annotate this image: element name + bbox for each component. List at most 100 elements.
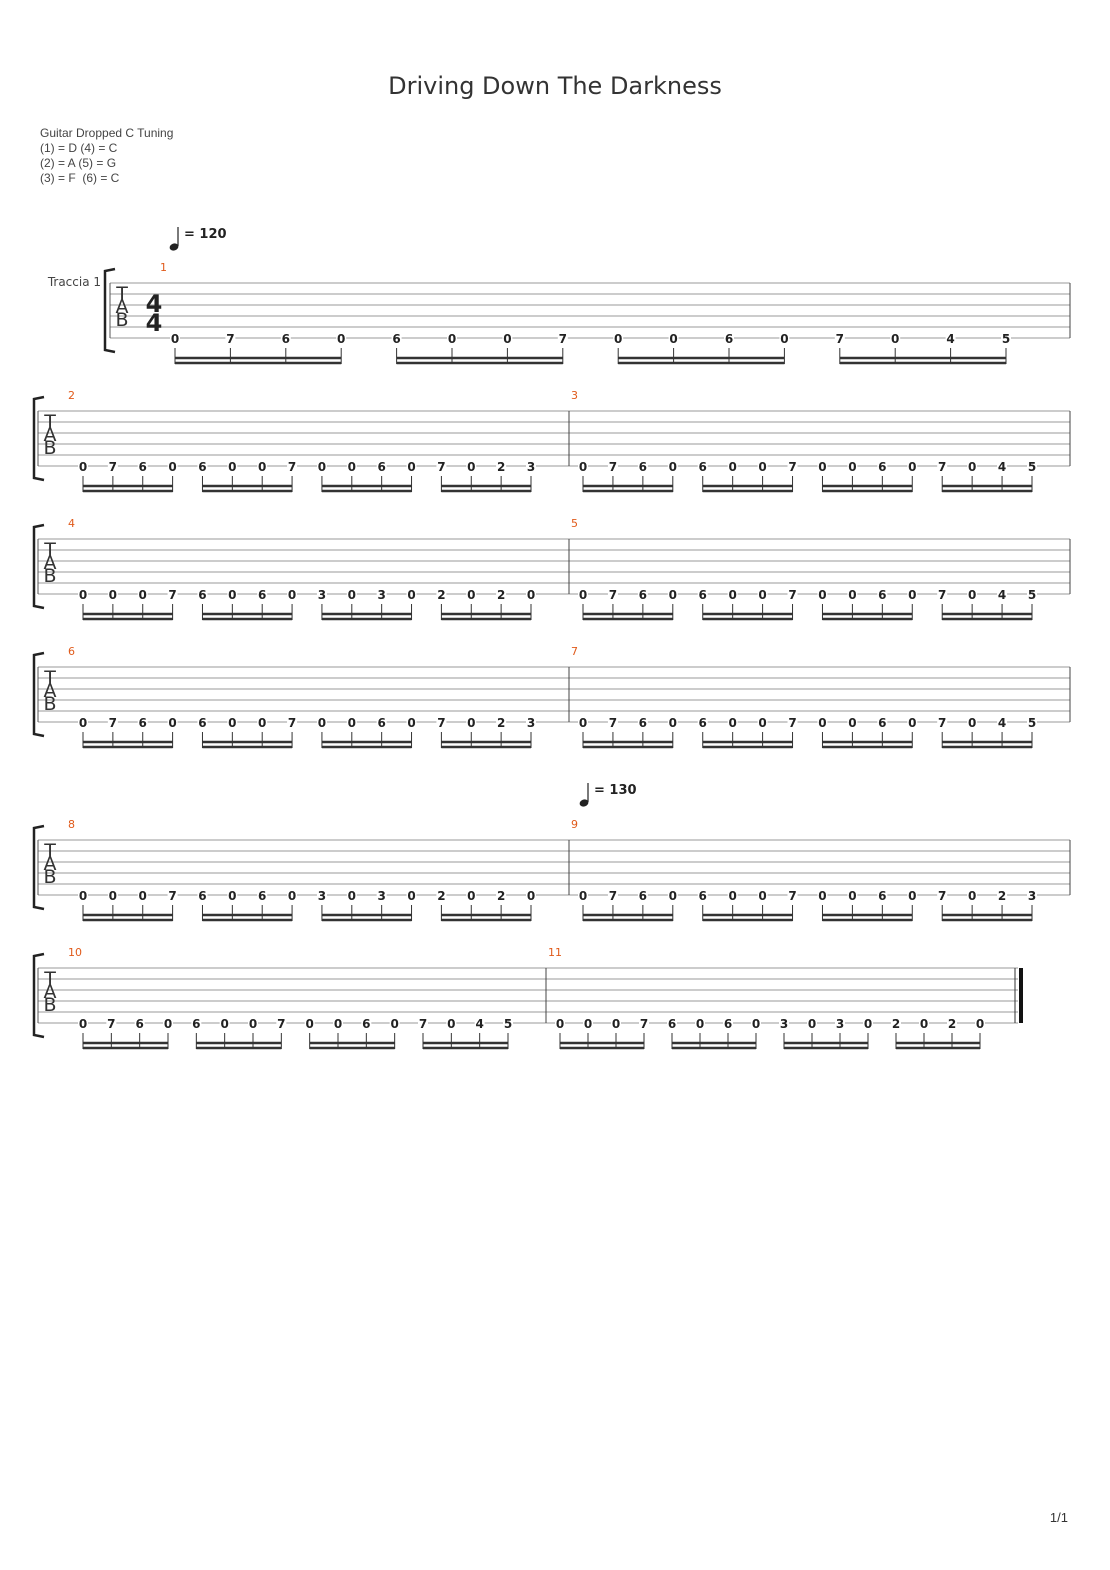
fret-number: 7 bbox=[437, 716, 445, 730]
fret-number: 0 bbox=[168, 716, 176, 730]
fret-number: 0 bbox=[968, 889, 976, 903]
fret-number: 0 bbox=[139, 889, 147, 903]
fret-number: 0 bbox=[669, 588, 677, 602]
fret-number: 7 bbox=[109, 716, 117, 730]
fret-bg bbox=[863, 1017, 873, 1029]
fret-bg bbox=[637, 716, 648, 728]
fret-bg bbox=[107, 588, 118, 600]
fret-number: 5 bbox=[1002, 332, 1010, 346]
fret-bg bbox=[466, 460, 477, 472]
fret-bg bbox=[436, 716, 447, 728]
fret-bg bbox=[346, 460, 357, 472]
fret-bg bbox=[668, 332, 679, 344]
fret-bg bbox=[287, 588, 298, 600]
tab-clef-letter: T bbox=[43, 840, 56, 862]
fret-number: 0 bbox=[669, 460, 677, 474]
fret-bg bbox=[316, 460, 327, 472]
fret-number: 0 bbox=[305, 1017, 313, 1031]
fret-number: 4 bbox=[998, 460, 1006, 474]
fret-bg bbox=[78, 588, 88, 600]
fret-bg bbox=[997, 716, 1008, 728]
fret-bg bbox=[757, 716, 768, 728]
fret-bg bbox=[997, 889, 1008, 901]
fret-bg bbox=[227, 716, 238, 728]
fret-bg bbox=[890, 332, 901, 344]
fret-number: 6 bbox=[878, 460, 886, 474]
fret-bg bbox=[967, 889, 978, 901]
fret-number: 0 bbox=[758, 588, 766, 602]
fret-number: 0 bbox=[407, 460, 415, 474]
fret-number: 0 bbox=[390, 1017, 398, 1031]
fret-number: 0 bbox=[579, 588, 587, 602]
measure-number: 3 bbox=[571, 389, 578, 402]
fret-number: 7 bbox=[640, 1017, 648, 1031]
fret-bg bbox=[197, 460, 208, 472]
fret-bg bbox=[723, 1017, 733, 1029]
fret-number: 0 bbox=[908, 460, 916, 474]
tab-clef-letter: T bbox=[43, 411, 56, 433]
fret-bg bbox=[197, 716, 208, 728]
fret-bg bbox=[496, 889, 507, 901]
fret-number: 3 bbox=[377, 588, 385, 602]
fret-bg bbox=[847, 460, 858, 472]
fret-bg bbox=[137, 588, 148, 600]
tab-clef-letter: B bbox=[43, 565, 56, 587]
fret-number: 0 bbox=[908, 716, 916, 730]
fret-bg bbox=[835, 1017, 845, 1029]
fret-number: 7 bbox=[788, 889, 796, 903]
fret-number: 0 bbox=[669, 716, 677, 730]
fret-number: 6 bbox=[198, 460, 206, 474]
fret-number: 0 bbox=[467, 588, 475, 602]
song-title: Driving Down The Darkness bbox=[388, 72, 722, 100]
fret-number: 6 bbox=[377, 460, 385, 474]
fret-number: 6 bbox=[139, 460, 147, 474]
fret-number: 0 bbox=[669, 332, 677, 346]
fret-number: 2 bbox=[497, 460, 505, 474]
fret-bg bbox=[613, 332, 624, 344]
fret-number: 0 bbox=[728, 889, 736, 903]
fret-number: 0 bbox=[171, 332, 179, 346]
fret-bg bbox=[997, 460, 1008, 472]
fret-bg bbox=[997, 588, 1008, 600]
fret-bg bbox=[496, 460, 507, 472]
tab-clef-letter: A bbox=[44, 981, 57, 1003]
fret-bg bbox=[967, 716, 978, 728]
fret-bg bbox=[134, 1017, 145, 1029]
fret-bg bbox=[503, 1017, 513, 1029]
tab-clef-letter: B bbox=[43, 437, 56, 459]
fret-number: 0 bbox=[318, 460, 326, 474]
fret-number: 2 bbox=[948, 1017, 956, 1031]
tuning-instrument: Guitar Dropped C Tuning bbox=[40, 126, 174, 140]
fret-number: 7 bbox=[226, 332, 234, 346]
fret-bg bbox=[446, 1017, 457, 1029]
fret-number: 6 bbox=[668, 1017, 676, 1031]
fret-number: 0 bbox=[728, 460, 736, 474]
fret-number: 5 bbox=[1028, 588, 1036, 602]
fret-bg bbox=[947, 1017, 957, 1029]
fret-bg bbox=[257, 460, 268, 472]
fret-bg bbox=[436, 889, 447, 901]
fret-bg bbox=[336, 332, 347, 344]
fret-bg bbox=[967, 460, 978, 472]
fret-bg bbox=[907, 460, 918, 472]
fret-number: 4 bbox=[998, 588, 1006, 602]
fret-bg bbox=[877, 889, 888, 901]
fret-bg bbox=[406, 716, 417, 728]
fret-bg bbox=[578, 716, 588, 728]
fret-bg bbox=[167, 588, 178, 600]
fret-bg bbox=[496, 716, 507, 728]
fret-bg bbox=[583, 1017, 593, 1029]
fret-bg bbox=[607, 889, 618, 901]
fret-number: 0 bbox=[614, 332, 622, 346]
fret-bg bbox=[1027, 460, 1037, 472]
tuning-line-2: (2) = A (5) = G bbox=[40, 156, 117, 170]
fret-number: 0 bbox=[758, 716, 766, 730]
fret-number: 0 bbox=[752, 1017, 760, 1031]
tab-clef-letter: B bbox=[43, 994, 56, 1016]
fret-number: 0 bbox=[348, 460, 356, 474]
tab-clef-letter: A bbox=[44, 552, 57, 574]
fret-number: 0 bbox=[168, 460, 176, 474]
fret-number: 0 bbox=[448, 332, 456, 346]
fret-number: 7 bbox=[836, 332, 844, 346]
fret-number: 0 bbox=[556, 1017, 564, 1031]
